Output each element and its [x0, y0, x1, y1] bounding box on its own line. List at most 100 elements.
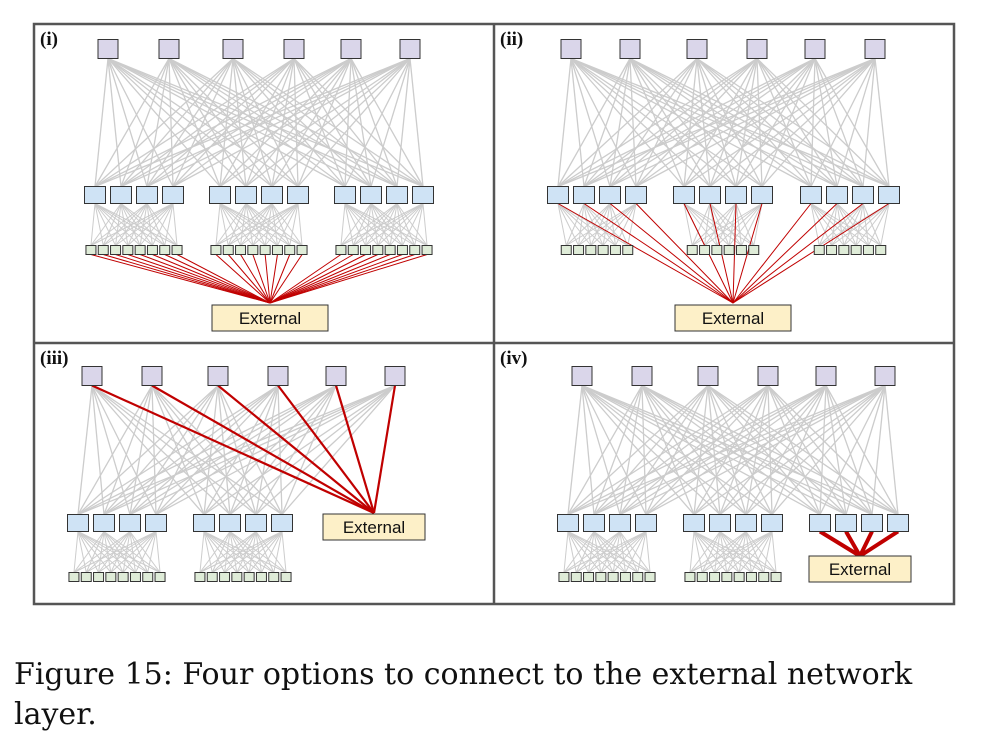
edge-switch — [711, 245, 723, 255]
aggregation-switch — [93, 514, 115, 532]
edge-switch — [644, 572, 656, 582]
edge-switch — [583, 572, 595, 582]
edge-switch — [838, 245, 850, 255]
spine-agg-link — [245, 58, 352, 187]
agg-edge-link — [340, 203, 346, 246]
spine-agg-link — [219, 58, 295, 187]
aggregation-switch — [826, 186, 848, 204]
agg-edge-link — [563, 531, 621, 573]
spine-agg-link — [129, 385, 219, 515]
edge-switch — [723, 245, 735, 255]
agg-edge-link — [85, 531, 131, 573]
agg-edge-link — [600, 531, 647, 573]
agg-edge-link — [810, 203, 882, 246]
agg-edge-link — [370, 203, 416, 246]
spine-agg-link — [619, 384, 886, 516]
agg-edge-link — [85, 531, 105, 573]
agg-edge-link — [264, 203, 299, 246]
agg-edge-link — [836, 203, 882, 246]
spine-agg-link — [567, 384, 886, 516]
agg-edge-link — [693, 531, 765, 573]
spine-agg-link — [609, 58, 698, 187]
agg-edge-link — [810, 203, 845, 246]
spine-agg-link — [696, 58, 838, 187]
agg-edge-link — [567, 531, 651, 573]
spine-agg-link — [683, 58, 758, 187]
agg-edge-link — [155, 531, 161, 573]
spine-switch — [864, 39, 886, 59]
external-link — [269, 254, 403, 304]
spine-agg-link — [203, 385, 279, 515]
agg-edge-link — [831, 203, 864, 246]
agg-edge-link — [139, 203, 174, 246]
edge-switch — [284, 245, 296, 255]
agg-edge-link — [810, 203, 869, 246]
agg-edge-link — [625, 531, 647, 573]
agg-edge-link — [129, 531, 161, 573]
agg-edge-link — [252, 203, 273, 246]
edge-switch — [129, 572, 141, 582]
spine-agg-link — [229, 385, 337, 515]
edge-switch — [210, 245, 222, 255]
agg-edge-link — [763, 531, 773, 573]
panel-label: (iii) — [40, 348, 69, 369]
spine-switch — [804, 39, 826, 59]
agg-edge-link — [563, 531, 595, 573]
spine-agg-link — [557, 58, 631, 187]
agg-edge-link — [146, 203, 166, 246]
spine-agg-link — [94, 57, 352, 188]
agg-edge-link — [771, 531, 777, 573]
edge-switch — [770, 572, 782, 582]
spine-switch — [325, 366, 347, 386]
spine-agg-link — [693, 385, 769, 515]
spine-agg-link — [293, 58, 424, 187]
spine-agg-link — [567, 384, 769, 516]
panel-i: External(i) — [40, 29, 434, 332]
edge-switch — [826, 245, 838, 255]
agg-edge-link — [90, 203, 174, 246]
agg-edge-link — [281, 531, 287, 573]
external-link — [269, 254, 278, 304]
spine-switch — [340, 39, 362, 59]
aggregation-switch — [360, 186, 382, 204]
spine-agg-link — [583, 58, 698, 187]
aggregation-switch — [245, 514, 267, 532]
spine-switch — [399, 39, 421, 59]
agg-edge-link — [365, 203, 424, 246]
agg-edge-link — [557, 203, 567, 246]
agg-edge-link — [219, 203, 241, 246]
external-link — [844, 530, 862, 557]
agg-edge-link — [229, 531, 275, 573]
agg-edge-link — [110, 531, 157, 573]
external-link — [557, 203, 734, 304]
agg-edge-link — [127, 203, 148, 246]
agg-edge-link — [73, 531, 79, 573]
spine-agg-link — [767, 385, 847, 515]
spine-agg-link — [756, 58, 812, 187]
agg-edge-link — [340, 203, 424, 246]
agg-edge-link — [637, 531, 647, 573]
agg-edge-link — [102, 203, 122, 246]
spine-agg-link — [567, 384, 827, 516]
spine-agg-link — [645, 384, 886, 516]
edge-switch — [271, 245, 283, 255]
agg-edge-link — [704, 203, 763, 246]
aggregation-switch — [761, 514, 783, 532]
edge-switch — [745, 572, 757, 582]
spine-agg-link — [229, 385, 279, 515]
spine-agg-link — [567, 385, 583, 515]
agg-edge-link — [73, 531, 105, 573]
edge-switch — [699, 245, 711, 255]
edge-switch — [80, 572, 92, 582]
spine-agg-link — [745, 385, 827, 515]
spine-agg-link — [281, 385, 396, 515]
spine-agg-link — [635, 57, 876, 188]
external-link — [269, 254, 291, 304]
spine-agg-link — [567, 385, 709, 515]
agg-edge-link — [273, 531, 283, 573]
agg-edge-link — [203, 531, 250, 573]
external-link — [215, 254, 271, 304]
agg-edge-link — [583, 203, 616, 246]
agg-edge-link — [271, 203, 303, 246]
